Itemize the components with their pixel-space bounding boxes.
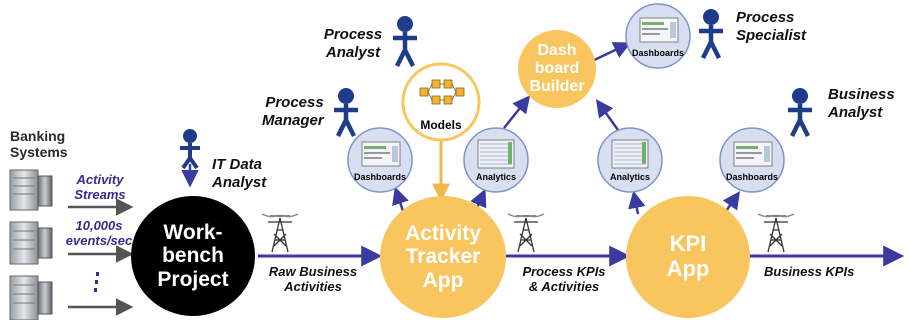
business-analyst-label: Business Analyst xyxy=(828,86,895,121)
arrow-builder-to-dashboards xyxy=(589,42,632,64)
tower-1-icon xyxy=(261,213,299,253)
person-process-manager-icon xyxy=(334,88,358,138)
dashboards-widget-2 xyxy=(719,127,785,193)
analytics-widget-1 xyxy=(463,127,529,193)
ellipsis-dots xyxy=(94,272,99,292)
models-label: Models xyxy=(420,118,462,132)
events-rate-label: 10,000s events/sec xyxy=(65,218,133,248)
person-business-analyst-icon xyxy=(788,88,812,138)
process-analyst-label: Process Analyst xyxy=(323,26,383,61)
person-process-specialist-icon xyxy=(699,9,723,60)
business-kpis-label: Business KPIs xyxy=(764,264,855,279)
arrow-kpi-to-analytics xyxy=(628,190,646,215)
analytics-widget-2 xyxy=(597,127,663,193)
it-data-analyst-label: IT Data Analyst xyxy=(212,156,267,191)
tower-3-icon xyxy=(757,213,795,253)
bank-server-1 xyxy=(9,169,53,211)
kpi-app-node[interactable]: KPI App xyxy=(626,196,750,318)
person-process-analyst-icon xyxy=(393,16,417,68)
dashboards-widget-top xyxy=(625,3,691,69)
person-it-data-analyst-icon xyxy=(180,129,200,170)
dashboards-widget-top-label: Dashboards xyxy=(631,48,684,58)
workbench-project-node[interactable]: Work- bench Project xyxy=(131,196,255,316)
analytics-widget-2-label: Analytics xyxy=(609,172,651,182)
arrow-analytics2-to-builder xyxy=(595,99,620,131)
raw-business-activities-label: Raw Business Activities xyxy=(268,264,358,294)
activity-tracker-app-node[interactable]: Activity Tracker App xyxy=(380,196,506,318)
dashboards-widget-2-label: Dashboards xyxy=(725,172,778,182)
dashboard-builder-node[interactable]: Dash board Builder xyxy=(518,30,596,108)
dashboards-widget-1-label: Dashboards xyxy=(353,172,406,182)
models-circle xyxy=(401,62,481,142)
activity-streams-label: Activity Streams xyxy=(74,172,126,202)
arrow-analytics-to-builder xyxy=(503,95,531,129)
dashboards-widget-1 xyxy=(347,127,413,193)
tower-2-icon xyxy=(507,213,545,253)
bank-server-3 xyxy=(9,275,53,320)
process-kpis-label: Process KPIs & Activities xyxy=(522,264,606,294)
banking-systems-label: Banking Systems xyxy=(10,128,68,160)
process-specialist-label: Process Specialist xyxy=(736,9,807,44)
analytics-widget-1-label: Analytics xyxy=(475,172,517,182)
bank-server-2 xyxy=(9,221,53,265)
process-manager-label: Process Manager xyxy=(262,94,324,129)
